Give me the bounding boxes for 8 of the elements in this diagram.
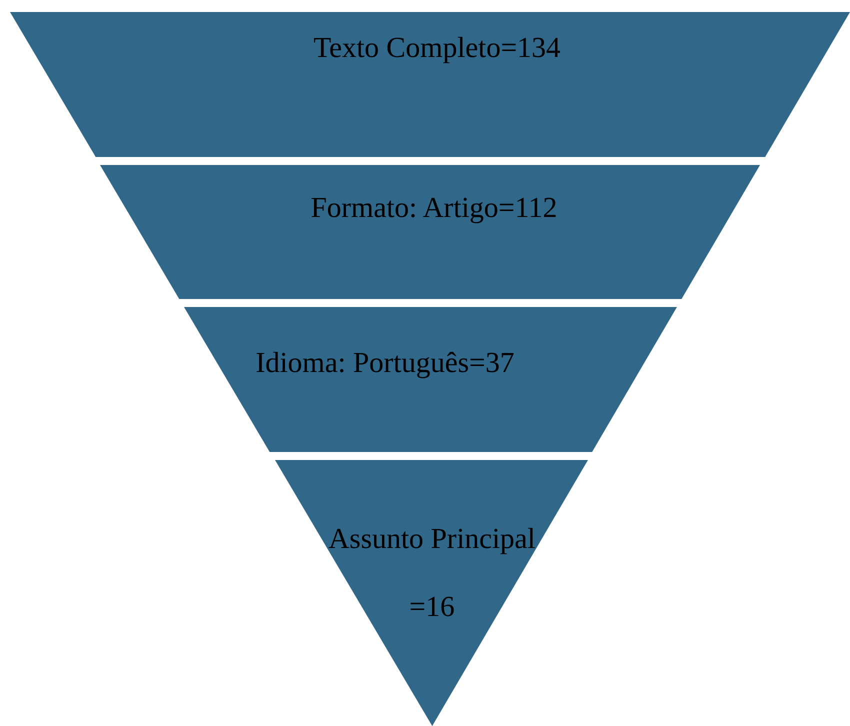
band-label: Assunto Principal =16	[327, 522, 536, 625]
funnel-band	[10, 12, 850, 157]
band-label: Texto Completo=134	[312, 31, 562, 66]
funnel-band	[100, 165, 760, 299]
band-label: Idioma: Português=37	[254, 346, 516, 381]
funnel-band	[184, 307, 678, 452]
funnel-band	[274, 460, 588, 726]
band-label: Formato: Artigo=112	[310, 191, 558, 226]
